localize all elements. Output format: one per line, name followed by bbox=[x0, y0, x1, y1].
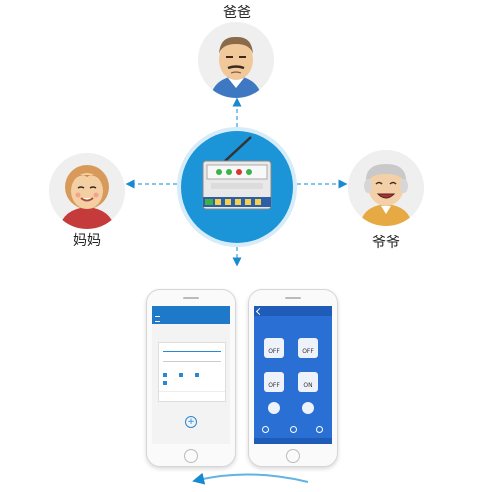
phone-left-screen: + bbox=[152, 306, 230, 444]
add-icon[interactable]: + bbox=[185, 416, 197, 428]
status-bar bbox=[152, 306, 230, 313]
power-button-1[interactable] bbox=[268, 402, 280, 414]
switch-3-state: OFF bbox=[268, 382, 280, 389]
mom-avatar bbox=[49, 153, 125, 229]
dialog-buttons[interactable] bbox=[159, 391, 225, 400]
old-man-icon bbox=[198, 22, 274, 98]
checkbox-row-1[interactable] bbox=[163, 373, 221, 378]
gsm-controller-icon bbox=[202, 136, 272, 210]
old-woman-icon bbox=[49, 153, 125, 229]
switch-1-state: OFF bbox=[268, 348, 280, 355]
home-button[interactable] bbox=[184, 449, 198, 463]
device-hub bbox=[181, 131, 293, 243]
switch-2-state: OFF bbox=[302, 348, 314, 355]
input-line-1 bbox=[163, 351, 221, 352]
dad-label: 爸爸 bbox=[223, 5, 251, 21]
settings-icon[interactable] bbox=[316, 426, 323, 433]
curved-arrow bbox=[192, 472, 309, 485]
dialog-card bbox=[158, 342, 226, 402]
clock-icon[interactable] bbox=[290, 426, 297, 433]
input-line-2 bbox=[163, 361, 221, 362]
switch-4-state: ON bbox=[303, 382, 313, 389]
phone-right-screen: OFF OFF OFF ON bbox=[254, 306, 332, 444]
app-header bbox=[254, 306, 332, 316]
speaker-slot bbox=[285, 297, 301, 299]
checkbox-row-2[interactable] bbox=[163, 381, 167, 385]
phone-left: + bbox=[146, 289, 236, 467]
switch-2[interactable]: OFF bbox=[298, 338, 318, 358]
switch-4[interactable]: ON bbox=[298, 372, 318, 392]
app-header bbox=[152, 313, 230, 324]
share-icon[interactable] bbox=[262, 426, 269, 433]
phone-right: OFF OFF OFF ON bbox=[248, 289, 338, 467]
menu-icon[interactable] bbox=[155, 316, 160, 322]
grandpa-icon bbox=[348, 150, 424, 226]
grandpa-avatar bbox=[348, 150, 424, 226]
switch-1[interactable]: OFF bbox=[264, 338, 284, 358]
switch-3[interactable]: OFF bbox=[264, 372, 284, 392]
grandpa-label: 爷爷 bbox=[372, 235, 400, 251]
power-button-2[interactable] bbox=[302, 402, 314, 414]
mom-label: 妈妈 bbox=[73, 233, 101, 249]
bottom-tabbar bbox=[254, 438, 332, 444]
dad-avatar bbox=[198, 22, 274, 98]
speaker-slot bbox=[183, 297, 199, 299]
home-button[interactable] bbox=[286, 449, 300, 463]
